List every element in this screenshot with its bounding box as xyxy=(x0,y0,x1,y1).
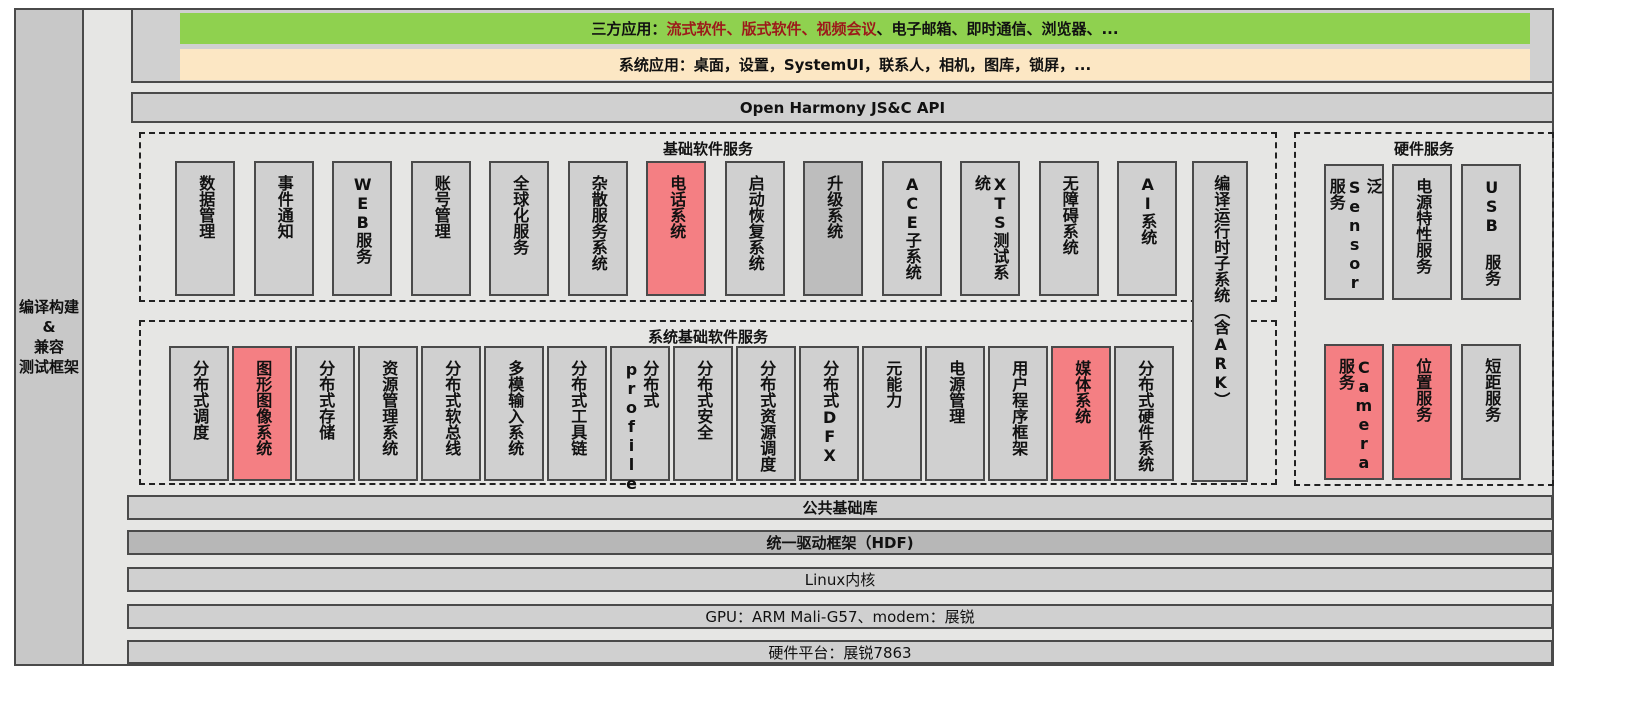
compile-runtime-label: 编译运行时子系统（含ARK） xyxy=(1211,175,1231,408)
service-label: 多模输入系统 xyxy=(505,360,525,456)
basic-services-group xyxy=(139,132,1277,302)
service-box: 泛 Sensor 服务 xyxy=(1324,164,1384,300)
service-label: Camera 服务 xyxy=(1336,358,1374,472)
service-box: 电源特性服务 xyxy=(1392,164,1452,300)
service-box: AI系统 xyxy=(1117,161,1177,296)
service-label: 元能力 xyxy=(883,360,903,408)
service-box: 升级系统 xyxy=(803,161,863,296)
service-label: ACE子系统 xyxy=(902,175,922,280)
third-party-rest: 、电子邮箱、即时通信、浏览器、... xyxy=(876,20,1119,38)
service-box: 分布式profiler xyxy=(610,346,670,512)
service-label: AI系统 xyxy=(1138,175,1158,245)
compile-runtime-box: 编译运行时子系统（含ARK） xyxy=(1192,161,1248,482)
left-lane xyxy=(84,10,130,492)
service-label: 用户程序框架 xyxy=(1009,360,1029,456)
service-label: 分布式工具链 xyxy=(568,360,588,456)
basic-services-title: 基础软件服务 xyxy=(662,140,753,158)
layer-bar: Linux内核 xyxy=(127,567,1553,592)
build-test-framework-label: 编译构建 & 兼容 测试框架 xyxy=(14,8,84,666)
third-party-apps-bar: 三方应用： 流式软件、版式软件、视频会议 、电子邮箱、即时通信、浏览器、... xyxy=(180,13,1530,44)
service-box: 分布式软总线 xyxy=(421,346,481,481)
service-box: ACE子系统 xyxy=(881,161,942,296)
service-label: 电源管理 xyxy=(946,360,966,424)
service-label: 媒体系统 xyxy=(1072,360,1092,424)
service-box: 账号管理 xyxy=(410,161,471,296)
service-label: WEB服务 xyxy=(353,175,373,264)
service-box: 分布式硬件系统 xyxy=(1114,346,1174,481)
service-box: 短距服务 xyxy=(1461,344,1521,480)
service-label: XTS测试系统 xyxy=(972,175,1010,280)
system-apps-bar: 系统应用：桌面，设置，SystemUI，联系人，相机，图库，锁屏，... xyxy=(180,49,1530,80)
service-label: 启动恢复系统 xyxy=(745,175,765,271)
service-box: 多模输入系统 xyxy=(484,346,544,481)
service-box: 分布式安全 xyxy=(673,346,733,481)
system-basic-services-group xyxy=(139,320,1277,485)
service-label: 数据管理 xyxy=(196,175,216,239)
service-label: 分布式硬件系统 xyxy=(1135,360,1155,472)
service-label: 电源特性服务 xyxy=(1413,178,1433,274)
service-box: 位置服务 xyxy=(1392,344,1452,480)
system-basic-services-title: 系统基础软件服务 xyxy=(647,328,768,346)
service-label: 泛 Sensor 服务 xyxy=(1326,178,1383,292)
service-box: 分布式资源调度 xyxy=(736,346,796,481)
service-label: 分布式DFX xyxy=(820,360,840,465)
service-box: 分布式调度 xyxy=(169,346,229,481)
service-label: 分布式profiler xyxy=(622,360,660,512)
service-label: USB 服务 xyxy=(1482,178,1502,286)
third-party-prefix: 三方应用： xyxy=(591,20,667,38)
service-box: 用户程序框架 xyxy=(988,346,1048,481)
service-label: 短距服务 xyxy=(1482,358,1502,422)
service-box: 分布式存储 xyxy=(295,346,355,481)
service-box: Camera 服务 xyxy=(1324,344,1384,480)
service-box: 电话系统 xyxy=(646,161,706,296)
service-box: 图形图像系统 xyxy=(232,346,292,481)
service-box: 分布式工具链 xyxy=(547,346,607,481)
service-label: 电话系统 xyxy=(667,175,687,239)
service-box: 电源管理 xyxy=(925,346,985,481)
layer-bar: GPU：ARM Mali-G57、modem：展锐 xyxy=(127,604,1553,629)
service-box: WEB服务 xyxy=(332,161,392,296)
service-label: 分布式资源调度 xyxy=(757,360,777,472)
service-label: 事件通知 xyxy=(274,175,294,239)
service-box: 元能力 xyxy=(862,346,922,481)
hardware-services-title: 硬件服务 xyxy=(1393,140,1454,158)
service-label: 分布式调度 xyxy=(190,360,210,440)
service-label: 分布式安全 xyxy=(694,360,714,440)
service-box: 启动恢复系统 xyxy=(724,161,785,296)
service-box: XTS测试系统 xyxy=(960,161,1020,296)
service-box: 杂散服务系统 xyxy=(567,161,628,296)
service-label: 升级系统 xyxy=(824,175,844,239)
service-label: 杂散服务系统 xyxy=(588,175,608,271)
service-label: 账号管理 xyxy=(431,175,451,239)
service-label: 位置服务 xyxy=(1413,358,1433,422)
hardware-services-group xyxy=(1294,132,1554,486)
service-box: 资源管理系统 xyxy=(358,346,418,481)
service-box: 事件通知 xyxy=(253,161,314,296)
service-box: 无障碍系统 xyxy=(1038,161,1099,296)
service-label: 分布式软总线 xyxy=(442,360,462,456)
layer-bar: 硬件平台：展锐7863 xyxy=(127,640,1553,664)
service-box: 分布式DFX xyxy=(799,346,859,481)
service-label: 图形图像系统 xyxy=(253,360,273,456)
service-box: USB 服务 xyxy=(1461,164,1521,300)
layer-bar: 公共基础库 xyxy=(127,495,1553,520)
layer-bar: 统一驱动框架（HDF) xyxy=(127,530,1553,555)
api-bar: Open Harmony JS&C API xyxy=(131,92,1554,123)
third-party-highlight: 流式软件、版式软件、视频会议 xyxy=(666,20,877,38)
service-box: 媒体系统 xyxy=(1051,346,1111,481)
service-label: 无障碍系统 xyxy=(1059,175,1079,255)
service-label: 分布式存储 xyxy=(316,360,336,440)
service-box: 全球化服务 xyxy=(489,161,549,296)
service-label: 资源管理系统 xyxy=(379,360,399,456)
service-box: 数据管理 xyxy=(175,161,235,296)
service-label: 全球化服务 xyxy=(510,175,530,255)
